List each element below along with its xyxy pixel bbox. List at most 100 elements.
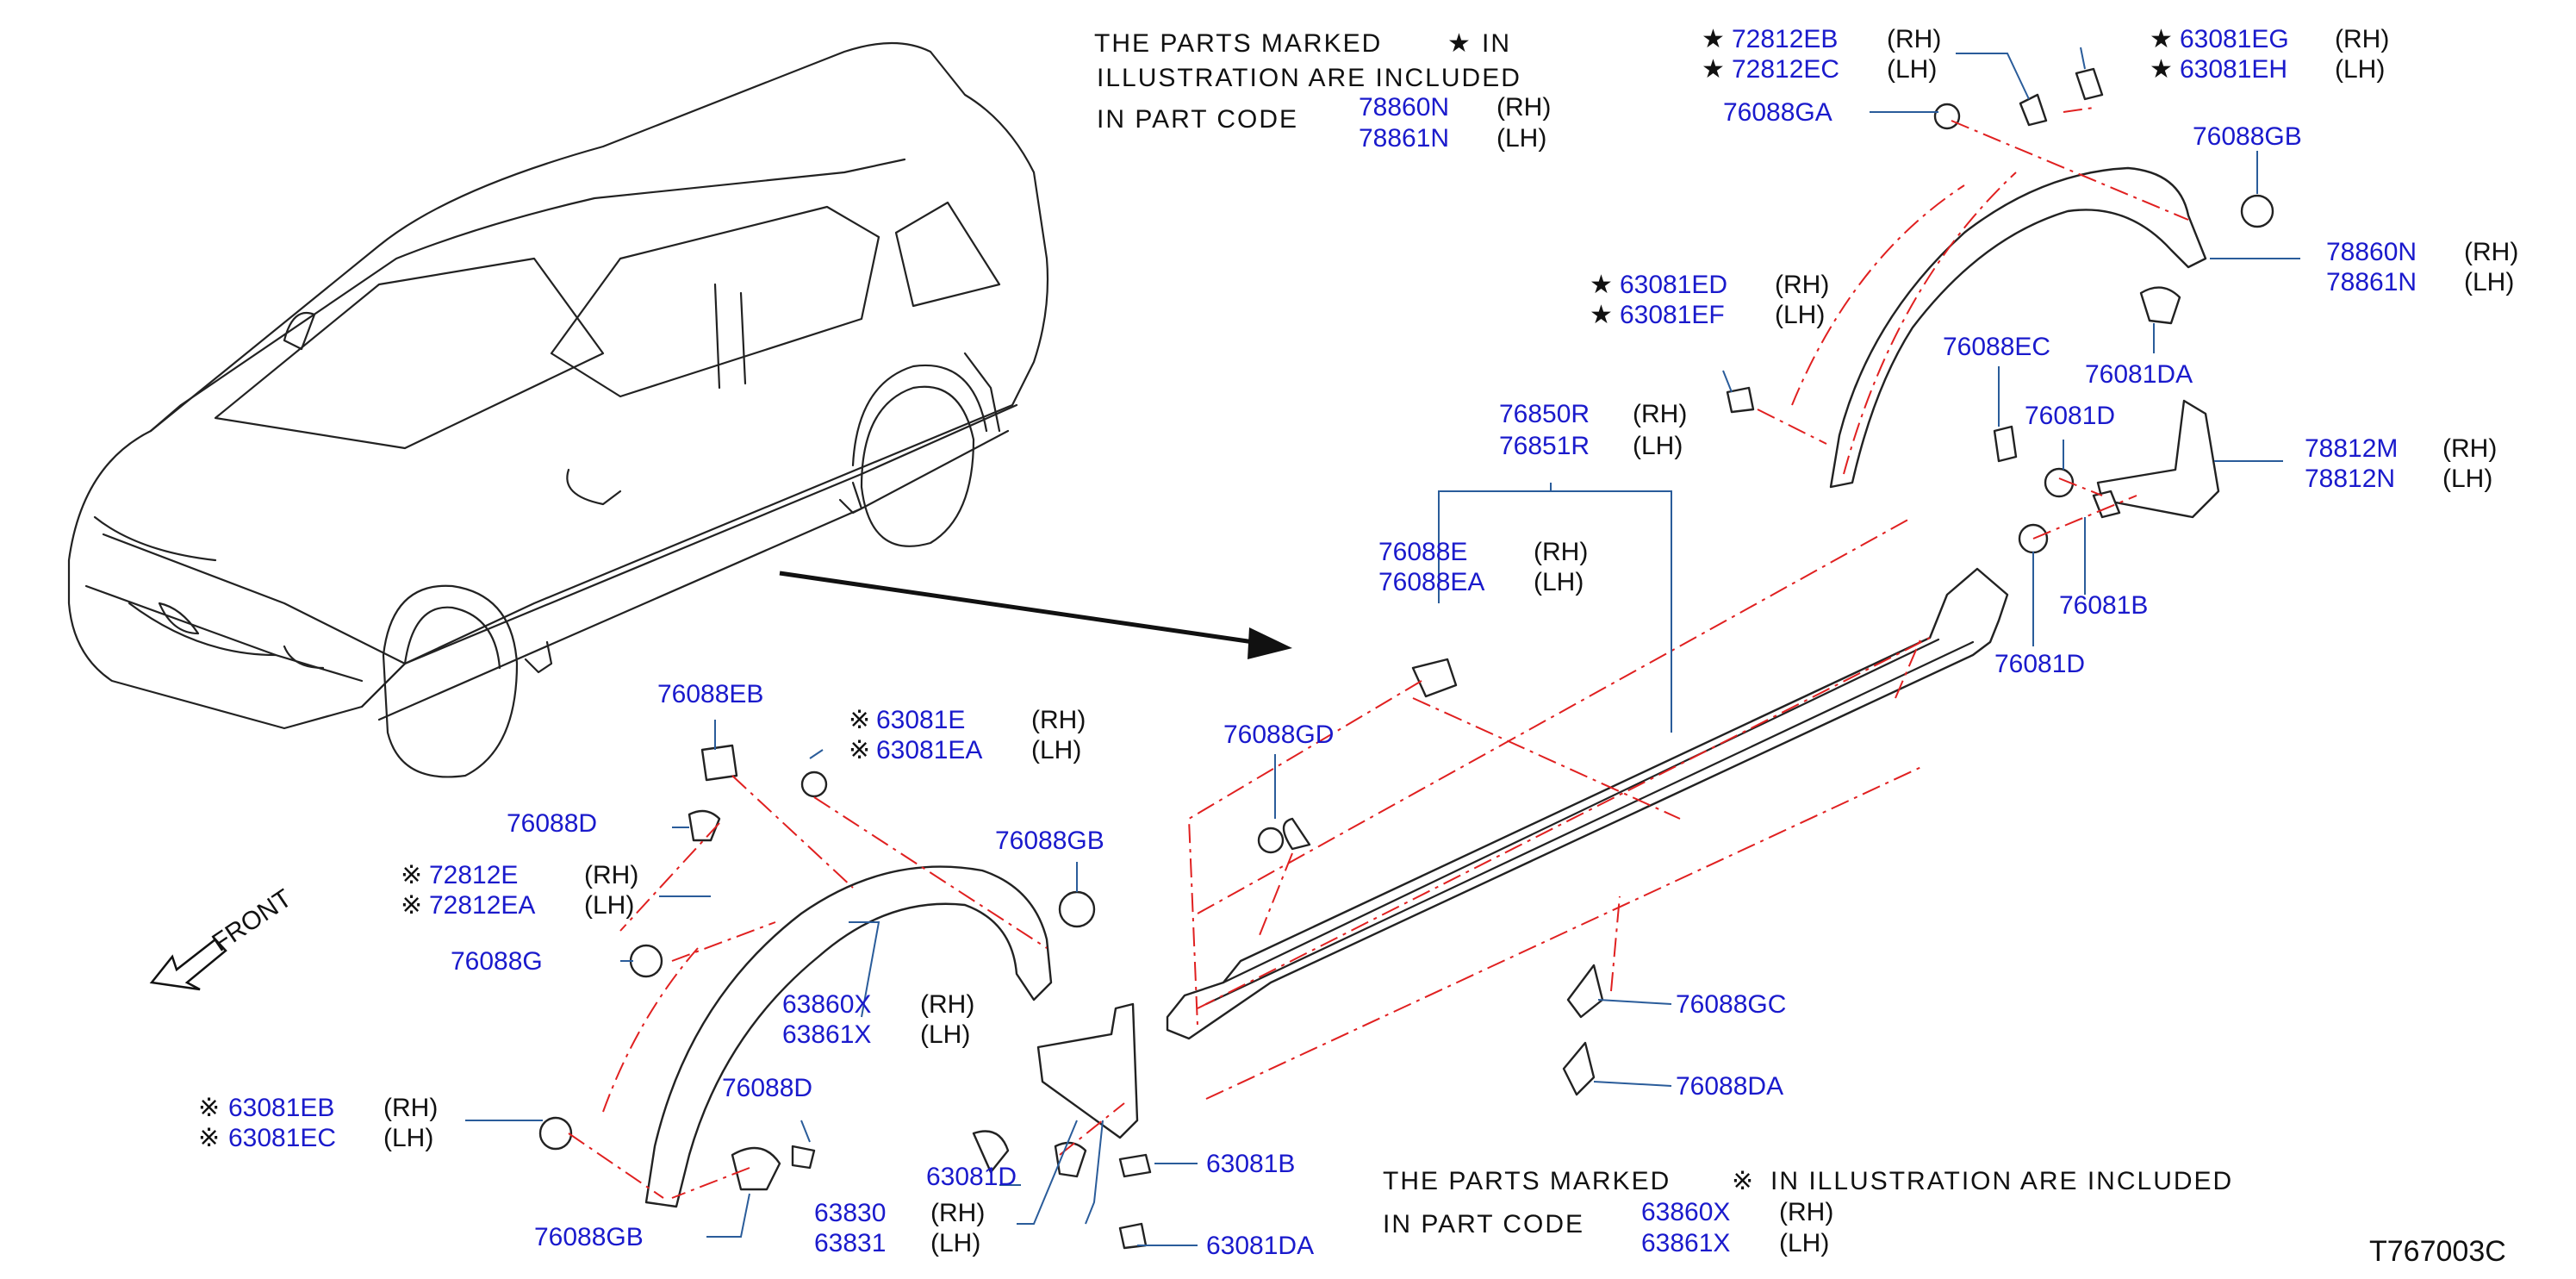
side-63081ea: (LH) [1031, 736, 1081, 764]
side-76088ea: (LH) [1534, 568, 1584, 596]
star-mark: ★ [1590, 271, 1613, 299]
part-label-76088eb[interactable]: 76088EB [657, 680, 763, 708]
part-label-76081d-upper[interactable]: 76081D [2025, 402, 2115, 430]
side-72812eb: (RH) [1887, 25, 1941, 53]
part-label-76851r[interactable]: 76851R [1499, 432, 1590, 460]
star-icon: ★ [1447, 29, 1471, 58]
front-label: FRONT [207, 884, 296, 958]
star-note-line2: ILLUSTRATION ARE INCLUDED [1097, 64, 1521, 92]
part-label-72812eb[interactable]: 72812EB [1732, 25, 1838, 53]
asterisk-note-code-lh[interactable]: 63861X [1641, 1229, 1730, 1257]
part-label-76088ea[interactable]: 76088EA [1378, 568, 1484, 596]
part-label-76088gc[interactable]: 76088GC [1676, 990, 1786, 1019]
side-63081eg: (RH) [2335, 25, 2389, 53]
part-label-63081b[interactable]: 63081B [1206, 1150, 1295, 1178]
part-label-63081e[interactable]: 63081E [876, 706, 965, 734]
star-mark: ★ [1702, 25, 1725, 53]
part-label-76081b[interactable]: 76081B [2059, 591, 2148, 620]
side-63081e: (RH) [1031, 706, 1086, 734]
asterisk-note-code-rh[interactable]: 63860X [1641, 1198, 1730, 1226]
side-76088e: (RH) [1534, 538, 1588, 566]
star-note-side-rh: (RH) [1496, 93, 1551, 122]
part-label-76088d-lower[interactable]: 76088D [722, 1074, 812, 1102]
part-label-76088gb-bottom[interactable]: 76088GB [534, 1223, 644, 1251]
side-78861n: (LH) [2464, 268, 2514, 296]
part-label-63081eb[interactable]: 63081EB [228, 1094, 334, 1122]
star-mark: ★ [2150, 25, 2173, 53]
asterisk-note-line1b: IN ILLUSTRATION ARE INCLUDED [1770, 1167, 2233, 1195]
side-63830: (RH) [930, 1199, 985, 1227]
side-76851r: (LH) [1633, 432, 1683, 460]
part-label-76088e[interactable]: 76088E [1378, 538, 1467, 566]
side-78860n: (RH) [2464, 238, 2518, 266]
front-mud-guard [1036, 1002, 1139, 1139]
side-72812ec: (LH) [1887, 55, 1937, 84]
side-72812ea: (LH) [584, 891, 634, 920]
part-label-76088da[interactable]: 76088DA [1676, 1072, 1783, 1101]
asterisk-mark: ※ [198, 1124, 220, 1152]
part-label-63860x[interactable]: 63860X [782, 990, 871, 1019]
asterisk-mark: ※ [198, 1094, 220, 1122]
asterisk-note: THE PARTS MARKED ※ IN ILLUSTRATION ARE I… [1383, 1167, 2233, 1257]
pointer-arrow [779, 571, 1292, 659]
star-mark: ★ [1702, 55, 1725, 84]
side-78812m: (RH) [2442, 434, 2497, 463]
part-label-72812e[interactable]: 72812E [429, 861, 518, 889]
side-63831: (LH) [930, 1229, 980, 1257]
clip-parts [538, 67, 2274, 1250]
part-label-76088ec[interactable]: 76088EC [1943, 333, 2050, 361]
part-label-63081ed[interactable]: 63081ED [1620, 271, 1727, 299]
front-arrow-icon: FRONT [149, 884, 297, 991]
part-label-76850r[interactable]: 76850R [1499, 400, 1590, 428]
star-note-line3: IN PART CODE [1097, 105, 1298, 134]
side-63860x: (RH) [920, 990, 974, 1019]
part-label-76088gb-front[interactable]: 76088GB [995, 827, 1104, 855]
asterisk-note-line1a: THE PARTS MARKED [1383, 1167, 1671, 1195]
leader-lines [465, 47, 2300, 1246]
star-note-line1a: THE PARTS MARKED [1094, 29, 1382, 58]
side-76850r: (RH) [1633, 400, 1687, 428]
reference-lines [568, 107, 2189, 1199]
star-mark: ★ [2150, 55, 2173, 84]
side-63081ec: (LH) [383, 1124, 433, 1152]
part-label-72812ec[interactable]: 72812EC [1732, 55, 1839, 84]
part-label-78812n[interactable]: 78812N [2305, 465, 2395, 493]
side-63081eh: (LH) [2335, 55, 2385, 84]
part-label-76088gd[interactable]: 76088GD [1223, 721, 1334, 749]
part-label-78861n[interactable]: 78861N [2326, 268, 2417, 296]
part-label-63081d[interactable]: 63081D [926, 1163, 1017, 1191]
part-label-63081ef[interactable]: 63081EF [1620, 301, 1725, 329]
part-label-76081d-lower[interactable]: 76081D [1994, 650, 2085, 678]
part-label-72812ea[interactable]: 72812EA [429, 891, 535, 920]
part-label-63861x[interactable]: 63861X [782, 1020, 871, 1049]
side-63081ed: (RH) [1775, 271, 1829, 299]
asterisk-note-side-lh: (LH) [1779, 1229, 1829, 1257]
part-label-63081eh[interactable]: 63081EH [2180, 55, 2287, 84]
part-label-63081ea[interactable]: 63081EA [876, 736, 982, 764]
part-label-63081eg[interactable]: 63081EG [2180, 25, 2289, 53]
star-note-code-rh[interactable]: 78860N [1359, 93, 1449, 122]
side-63861x: (LH) [920, 1020, 970, 1049]
part-label-76081da[interactable]: 76081DA [2085, 360, 2193, 389]
rear-fender-protector [1829, 166, 2207, 489]
part-label-63831[interactable]: 63831 [814, 1229, 886, 1257]
front-fender-protector [644, 865, 1053, 1208]
part-label-63081ec[interactable]: 63081EC [228, 1124, 336, 1152]
callout-labels: ★ 72812EB (RH) ★ 72812EC (LH) ★ 63081EG … [198, 25, 2518, 1260]
star-note-code-lh[interactable]: 78861N [1359, 124, 1449, 153]
asterisk-note-side-rh: (RH) [1779, 1198, 1833, 1226]
part-label-78812m[interactable]: 78812M [2305, 434, 2398, 463]
part-label-63081da[interactable]: 63081DA [1206, 1232, 1314, 1260]
part-label-76088g[interactable]: 76088G [451, 947, 543, 976]
star-note-side-lh: (LH) [1496, 124, 1546, 153]
part-label-76088gb-rear[interactable]: 76088GB [2193, 122, 2302, 151]
part-label-63830[interactable]: 63830 [814, 1199, 886, 1227]
side-78812n: (LH) [2442, 465, 2492, 493]
star-mark: ★ [1590, 301, 1613, 329]
part-label-76088d-upper[interactable]: 76088D [507, 809, 597, 838]
asterisk-icon: ※ [1732, 1167, 1753, 1195]
part-label-76088ga[interactable]: 76088GA [1723, 98, 1832, 127]
part-label-78860n[interactable]: 78860N [2326, 238, 2417, 266]
asterisk-mark: ※ [401, 861, 422, 889]
